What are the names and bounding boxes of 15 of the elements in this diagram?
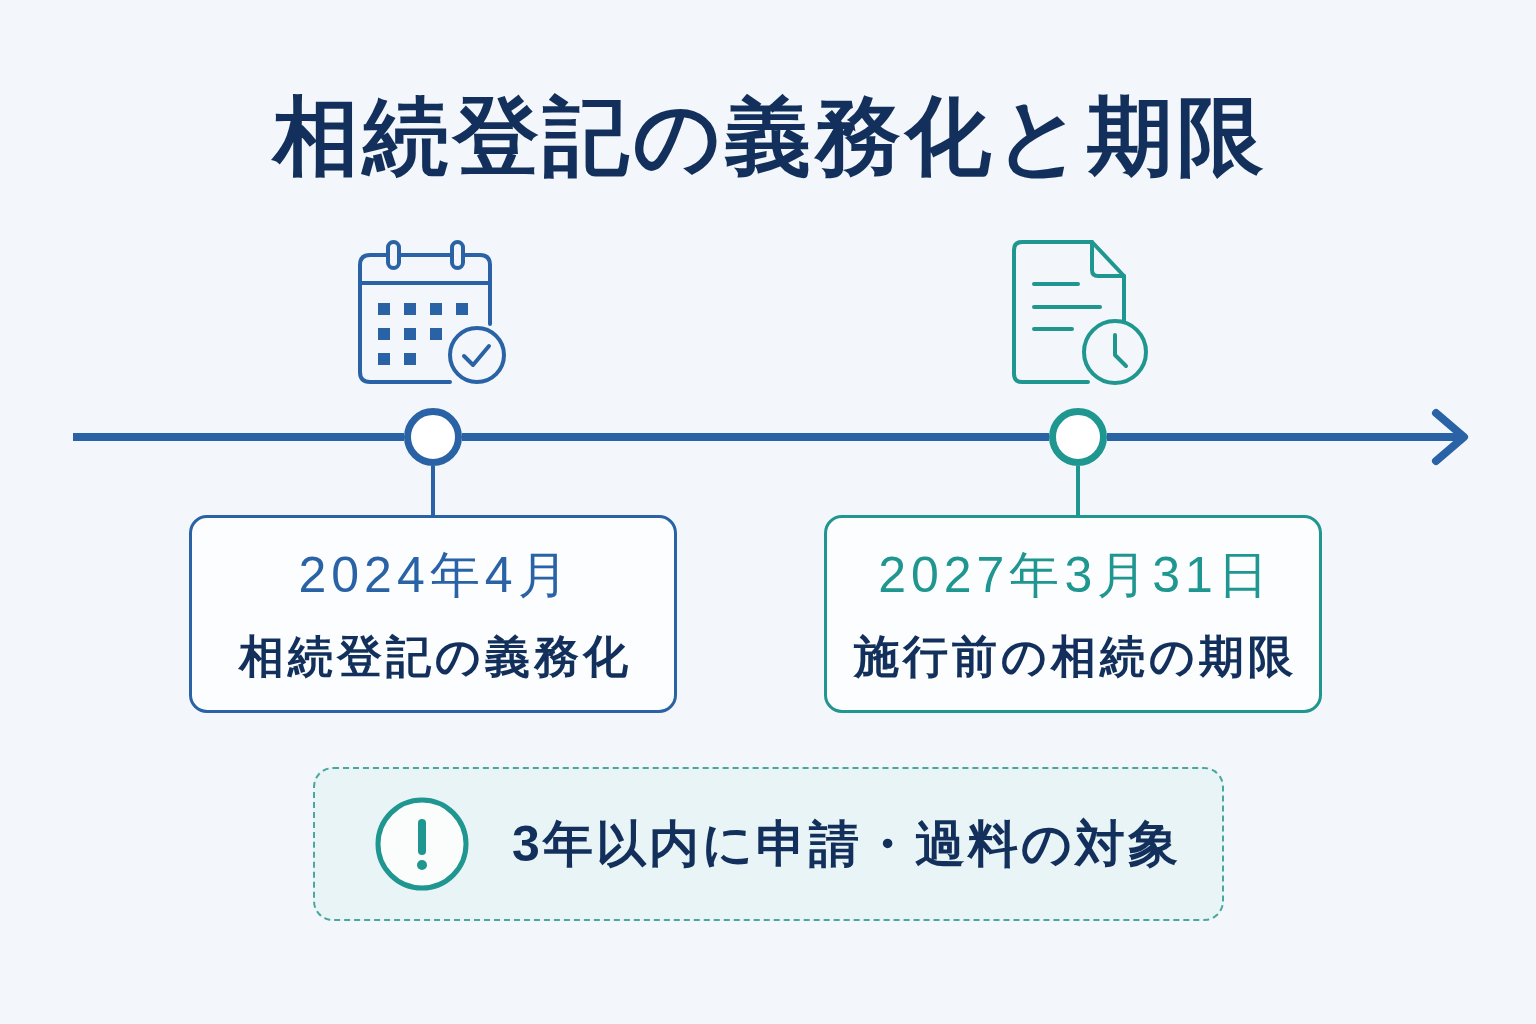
note-box (313, 767, 1224, 921)
event-text: 施行前の相続の期限 (852, 629, 1297, 684)
timeline-marker (1049, 408, 1107, 466)
date-text: 2027年3月31日 (877, 545, 1273, 605)
title: 相続登記の義務化と期限 (270, 88, 1267, 185)
event-card (824, 515, 1322, 713)
event-card (189, 515, 677, 713)
timeline-line (462, 433, 1049, 441)
event-text: 相続登記の義務化 (237, 629, 632, 684)
connector-line (1076, 466, 1080, 515)
connector-line (431, 466, 435, 515)
note-text: 3年以内に申請・過料の対象 (512, 815, 1181, 874)
timeline-arrow (1107, 409, 1468, 465)
timeline-marker (404, 408, 462, 466)
date-text: 2024年4月 (297, 545, 573, 605)
